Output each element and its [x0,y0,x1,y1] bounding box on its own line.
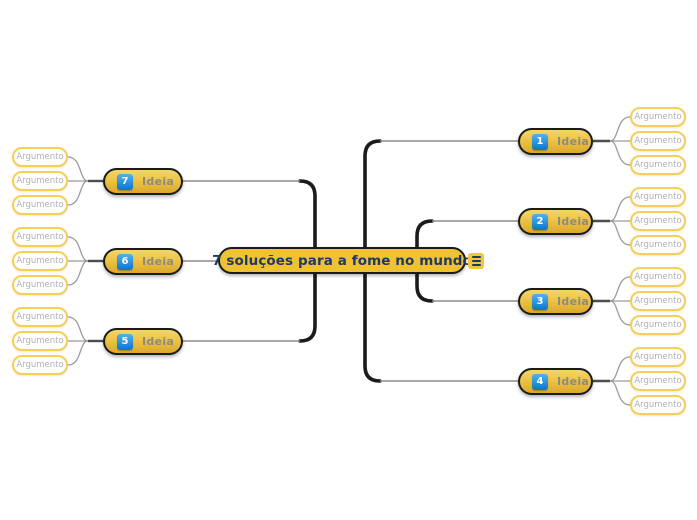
argument-node[interactable]: Argumento [630,371,686,391]
argument-node[interactable]: Argumento [12,307,68,327]
idea-number-badge: 1 [532,133,548,150]
idea-node-1[interactable]: 1 Ideia [518,128,593,155]
argument-node[interactable]: Argumento [630,395,686,415]
argument-node[interactable]: Argumento [12,251,68,271]
argument-node[interactable]: Argumento [630,107,686,127]
arg-line [609,356,631,382]
central-topic-label: 7 soluções para a fome no mundo [212,252,472,269]
idea-label: Ideia [142,175,175,188]
argument-node[interactable]: Argumento [630,291,686,311]
argument-node[interactable]: Argumento [12,227,68,247]
trunk-branch-3 [415,258,434,303]
arg-line [609,380,631,406]
idea-label: Ideia [557,215,590,228]
argument-node[interactable]: Argumento [12,195,68,215]
arg-line [67,156,89,182]
arg-line [609,140,631,166]
idea-node-6[interactable]: 6 Ideia [103,248,183,275]
trunk-branch-7 [298,179,317,262]
arg-line [609,220,631,246]
idea-node-2[interactable]: 2 Ideia [518,208,593,235]
idea-node-3[interactable]: 3 Ideia [518,288,593,315]
arg-line [609,300,631,326]
idea-number-badge: 6 [117,253,133,270]
trunk-branch-4 [363,258,382,383]
idea-label: Ideia [142,335,175,348]
idea-node-5[interactable]: 5 Ideia [103,328,183,355]
arg-line [67,316,89,342]
arg-line [609,116,631,142]
argument-node[interactable]: Argumento [630,155,686,175]
argument-node[interactable]: Argumento [630,131,686,151]
argument-node[interactable]: Argumento [12,355,68,375]
idea-label: Ideia [557,295,590,308]
arg-line [67,260,89,286]
argument-node[interactable]: Argumento [12,171,68,191]
idea-number-badge: 7 [117,173,133,190]
argument-node[interactable]: Argumento [630,267,686,287]
idea-number-badge: 3 [532,293,548,310]
idea-number-badge: 5 [117,333,133,350]
arg-line [609,276,631,302]
argument-node[interactable]: Argumento [12,275,68,295]
idea-number-badge: 2 [532,213,548,230]
trunk-branch-1 [363,139,382,262]
idea-label: Ideia [557,135,590,148]
arg-line [67,180,89,206]
idea-node-4[interactable]: 4 Ideia [518,368,593,395]
trunk-branch-5 [298,258,317,343]
idea-label: Ideia [557,375,590,388]
arg-line [67,340,89,366]
idea-label: Ideia [142,255,175,268]
arg-line [609,196,631,222]
argument-node[interactable]: Argumento [630,187,686,207]
argument-node[interactable]: Argumento [12,147,68,167]
argument-node[interactable]: Argumento [630,211,686,231]
hamburger-icon[interactable] [468,253,484,269]
trunk-branch-2 [415,219,434,262]
central-topic-node[interactable]: 7 soluções para a fome no mundo [212,247,472,274]
arg-line [67,236,89,262]
argument-node[interactable]: Argumento [12,331,68,351]
argument-node[interactable]: Argumento [630,235,686,255]
argument-node[interactable]: Argumento [630,347,686,367]
argument-node[interactable]: Argumento [630,315,686,335]
idea-node-7[interactable]: 7 Ideia [103,168,183,195]
idea-number-badge: 4 [532,373,548,390]
